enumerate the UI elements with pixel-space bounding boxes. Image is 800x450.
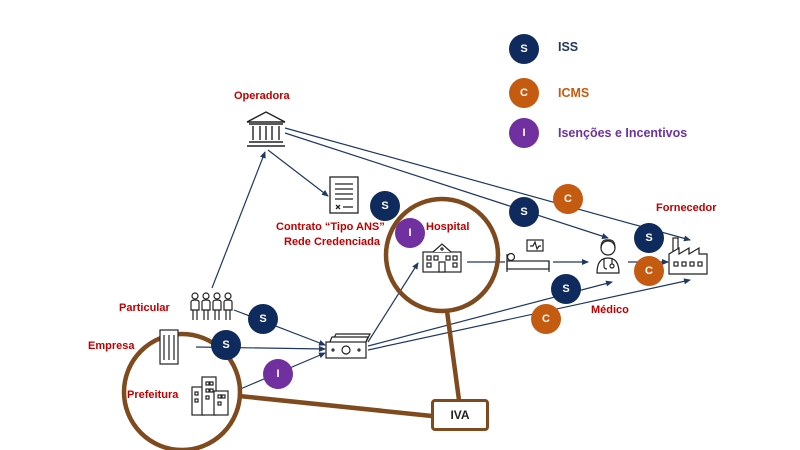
legend-incentivos-badge: I — [509, 118, 539, 148]
prefeitura-highlight-circle — [121, 331, 243, 450]
icms-badge-operadora-fornecedor: C — [553, 184, 583, 214]
arrow-particular-operadora — [211, 151, 266, 289]
hospital-to-iva-connector — [444, 310, 462, 401]
medico-label: Médico — [591, 304, 629, 316]
contrato-label-line2: Rede Credenciada — [284, 236, 380, 248]
hospital-bed-icon — [506, 239, 550, 272]
hospital-icon — [422, 243, 462, 273]
arrow-operadora-contrato — [267, 149, 329, 197]
contrato-label-line1: Contrato “Tipo ANS” — [276, 221, 385, 233]
doctor-icon — [596, 239, 620, 274]
iss-badge-particular: S — [248, 304, 278, 334]
people-group-icon — [190, 292, 233, 320]
legend-icms-badge: C — [509, 78, 539, 108]
office-building-icon — [159, 329, 179, 365]
prefeitura-to-iva-connector — [238, 393, 433, 419]
incentivo-badge-hospital: I — [395, 218, 425, 248]
particular-label: Particular — [119, 302, 170, 314]
icms-badge-medico: C — [531, 304, 561, 334]
city-buildings-icon — [191, 376, 229, 416]
icms-badge-fornecedor: C — [634, 256, 664, 286]
iva-highlight — [121, 196, 501, 450]
arrow-operadora-fornecedor — [284, 127, 691, 242]
prefeitura-label: Prefeitura — [127, 389, 179, 401]
money-icon — [325, 333, 371, 359]
hospital-highlight-circle — [383, 196, 501, 314]
iva-label: IVA — [450, 408, 470, 422]
arrow-pagamento-fornecedor — [367, 278, 691, 351]
hospital-label: Hospital — [426, 221, 470, 233]
operadora-label: Operadora — [234, 90, 290, 102]
bank-icon — [246, 111, 286, 147]
iss-badge-empresa: S — [211, 330, 241, 360]
factory-icon — [668, 237, 708, 275]
iss-badge-medico: S — [551, 274, 581, 304]
contract-document-icon — [329, 176, 359, 214]
iss-badge-fornecedor: S — [634, 223, 664, 253]
fornecedor-label: Fornecedor — [656, 202, 717, 214]
legend-iss-badge: S — [509, 34, 539, 64]
legend-incentivos-label: Isenções e Incentivos — [558, 126, 688, 140]
iss-badge-contrato: S — [370, 191, 400, 221]
incentivo-badge-prefeitura: I — [263, 359, 293, 389]
arrow-operadora-medico — [284, 132, 609, 239]
iva-box: IVA — [431, 399, 489, 431]
empresa-label: Empresa — [88, 340, 135, 352]
legend-icms-label: ICMS — [558, 86, 590, 100]
legend-iss-label: ISS — [558, 40, 579, 54]
iss-badge-operadora-medico: S — [509, 197, 539, 227]
arrow-pagamento-hospital — [367, 262, 419, 343]
